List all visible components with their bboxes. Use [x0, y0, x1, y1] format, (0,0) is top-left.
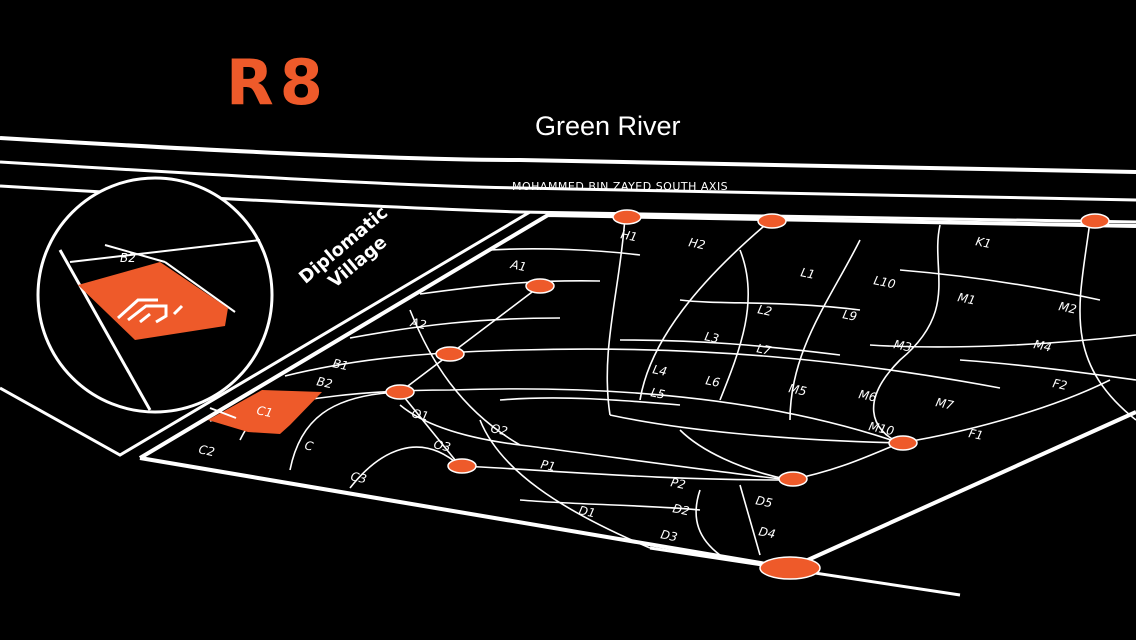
plot-label-d3: D3	[659, 527, 678, 544]
plot-label-d2: D2	[671, 501, 690, 518]
plot-label-m10: M10	[867, 419, 895, 438]
plot-label-l1: L1	[799, 265, 816, 282]
plot-label-f1: F1	[967, 426, 984, 443]
plot-label-a2: A2	[408, 315, 427, 332]
plot-label-l6: L6	[704, 373, 721, 390]
plot-label-m3: M3	[892, 337, 913, 354]
plot-label-l7: L7	[755, 341, 772, 358]
brand-logo-icon	[116, 298, 184, 324]
plot-label-o3: O3	[432, 437, 452, 454]
plot-label-c: C	[303, 438, 315, 454]
plot-label-c1: C1	[255, 403, 274, 420]
plot-label-l3: L3	[703, 329, 720, 346]
plot-label-l5: L5	[649, 385, 666, 402]
plot-label-l9: L9	[841, 307, 858, 324]
plot-c1-highlight[interactable]	[208, 390, 322, 434]
plot-label-o1: O1	[410, 406, 430, 423]
inset-label-b2: B2	[120, 251, 136, 265]
plot-label-h1: H1	[619, 227, 638, 244]
plot-label-m2: M2	[1057, 299, 1078, 316]
plot-label-h2: H2	[687, 235, 706, 252]
plot-label-p2: P2	[669, 475, 686, 492]
plot-label-l10: L10	[872, 273, 897, 291]
plot-label-m6: M6	[857, 387, 878, 405]
diplomatic-village-boundary	[0, 210, 531, 457]
green-river-road-inner	[0, 160, 1136, 202]
r8-boundary	[138, 212, 1136, 460]
plot-label-k1: K1	[974, 234, 992, 251]
page-title: R8	[226, 46, 329, 119]
plot-label-m1: M1	[956, 290, 977, 307]
plot-label-l2: L2	[756, 302, 773, 319]
road-nodes	[385, 209, 1110, 580]
plot-label-b1: B1	[331, 356, 349, 373]
plot-label-d5: D5	[754, 493, 773, 510]
green-river-label: Green River	[535, 111, 681, 141]
road-label: MOHAMMED BIN ZAYED SOUTH AXIS	[512, 180, 729, 193]
plot-label-b2: B2	[315, 374, 333, 391]
plot-label-m5: M5	[787, 381, 808, 398]
plot-label-l4: L4	[651, 362, 668, 379]
green-river-road-outer	[0, 136, 1136, 174]
plot-label-f2: F2	[1051, 376, 1068, 393]
plot-labels: H1 H2 K1 A1 L1 L10 M1 M2 L2 L9 A2 L3 L7 …	[120, 227, 1078, 544]
plot-label-m7: M7	[934, 395, 955, 413]
plot-label-m4: M4	[1032, 337, 1053, 354]
inset-callout	[36, 176, 274, 419]
plot-label-o2: O2	[489, 421, 509, 438]
plot-label-a1: A1	[508, 257, 527, 274]
r8-bottom-boundary	[139, 410, 1136, 571]
plot-label-d4: D4	[757, 524, 776, 541]
plot-label-p1: P1	[539, 457, 556, 474]
plot-label-c2: C2	[197, 442, 216, 459]
plot-label-c3: C3	[349, 469, 368, 486]
mbz-axis-road	[0, 184, 1136, 224]
plot-label-d1: D1	[577, 503, 596, 520]
